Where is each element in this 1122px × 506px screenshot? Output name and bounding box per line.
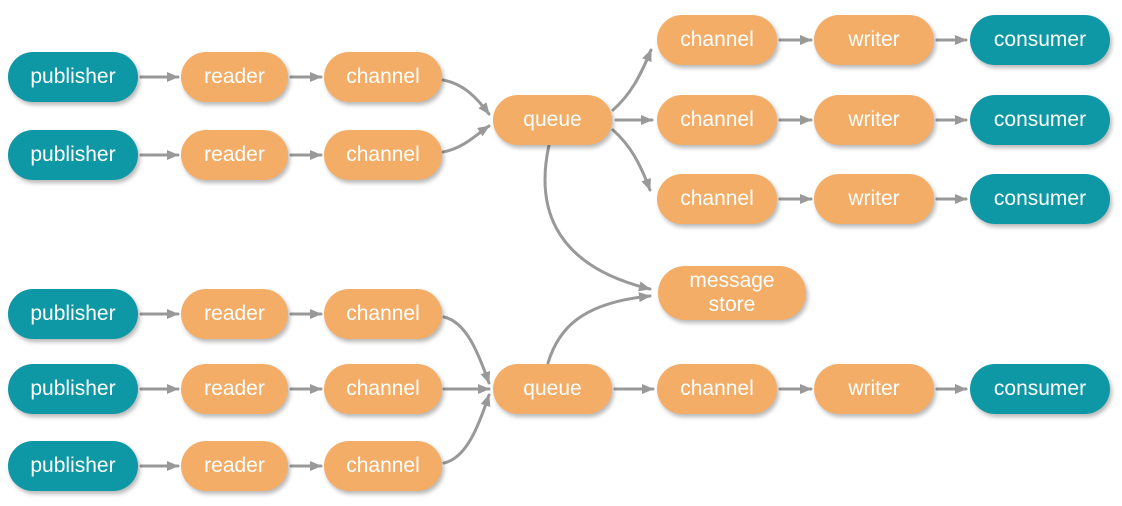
node-publisher-bottom-3: publisher bbox=[8, 441, 138, 491]
node-message-store: message store bbox=[658, 266, 806, 320]
node-channel-bottom-2: channel bbox=[324, 364, 442, 414]
edge-channel-top-2-queue-top bbox=[441, 124, 491, 154]
edge-queue-top-channel-out-1 bbox=[611, 48, 653, 112]
node-queue-top: queue bbox=[493, 95, 612, 145]
node-writer-4: writer bbox=[814, 364, 934, 414]
node-reader-bottom-2: reader bbox=[181, 364, 288, 414]
edge-queue-bottom-message-store bbox=[546, 292, 652, 365]
node-reader-bottom-3: reader bbox=[181, 441, 288, 491]
node-queue-bottom: queue bbox=[493, 364, 612, 414]
node-channel-bottom-3: channel bbox=[324, 441, 442, 491]
node-consumer-1: consumer bbox=[970, 15, 1110, 65]
node-reader-top-2: reader bbox=[181, 130, 288, 180]
node-writer-2: writer bbox=[814, 95, 934, 145]
node-channel-out-4: channel bbox=[657, 364, 777, 414]
node-channel-out-1: channel bbox=[657, 15, 777, 65]
node-consumer-3: consumer bbox=[970, 174, 1110, 224]
node-writer-3: writer bbox=[814, 174, 934, 224]
node-publisher-bottom-1: publisher bbox=[8, 289, 138, 339]
edge-queue-top-channel-out-3 bbox=[611, 128, 652, 192]
edge-channel-bottom-3-queue-bottom bbox=[442, 393, 491, 465]
node-consumer-4: consumer bbox=[970, 364, 1110, 414]
edge-channel-top-1-queue-top bbox=[441, 78, 491, 116]
node-channel-out-3: channel bbox=[657, 174, 777, 224]
node-publisher-bottom-2: publisher bbox=[8, 364, 138, 414]
node-publisher-top-2: publisher bbox=[8, 130, 138, 180]
node-channel-top-1: channel bbox=[324, 52, 442, 102]
node-reader-top-1: reader bbox=[181, 52, 288, 102]
node-publisher-top-1: publisher bbox=[8, 52, 138, 102]
node-reader-bottom-1: reader bbox=[181, 289, 288, 339]
node-channel-bottom-1: channel bbox=[324, 289, 442, 339]
node-channel-top-2: channel bbox=[324, 130, 442, 180]
node-writer-1: writer bbox=[814, 15, 934, 65]
edge-channel-bottom-1-queue-bottom bbox=[442, 315, 491, 385]
node-channel-out-2: channel bbox=[657, 95, 777, 145]
edge-queue-top-message-store bbox=[543, 143, 652, 292]
node-consumer-2: consumer bbox=[970, 95, 1110, 145]
